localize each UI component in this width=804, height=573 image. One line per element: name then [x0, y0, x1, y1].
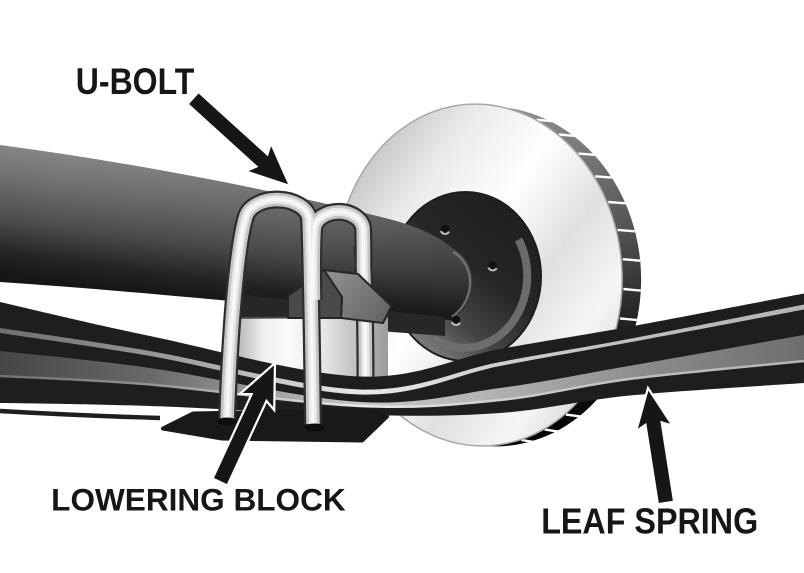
- svg-text:LOWERING BLOCK: LOWERING BLOCK: [51, 482, 346, 518]
- svg-text:LEAF SPRING: LEAF SPRING: [541, 501, 758, 541]
- svg-text:U-BOLT: U-BOLT: [76, 61, 195, 102]
